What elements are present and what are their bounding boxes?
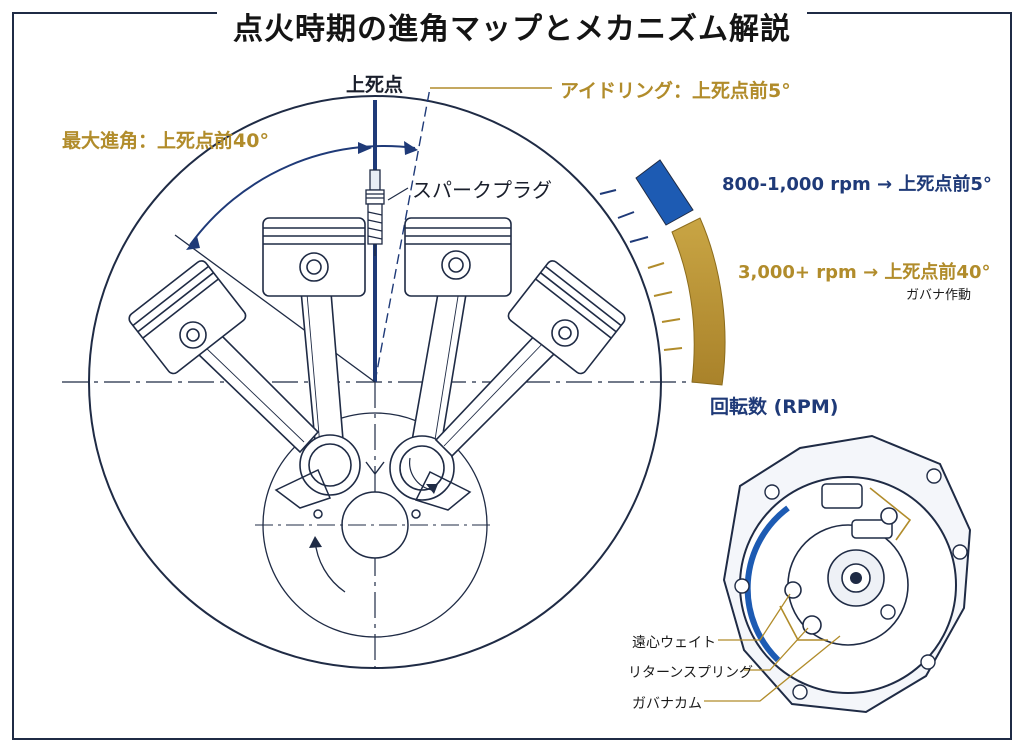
rpm-axis-label: 回転数 (RPM) bbox=[710, 396, 839, 418]
return-spring-label: リターンスプリング bbox=[628, 665, 754, 681]
high-rpm-label: 3,000+ rpm → 上死点前40° bbox=[738, 262, 991, 283]
governor-assembly-icon bbox=[722, 434, 972, 714]
spark-plug-label: スパークプラグ bbox=[412, 178, 552, 202]
tdc-label: 上死点 bbox=[346, 74, 404, 96]
leader-return-spring bbox=[744, 627, 809, 671]
piston-icon-outer-left bbox=[128, 260, 320, 454]
piston-icon-center-left bbox=[262, 217, 366, 496]
spark-plug-icon bbox=[365, 169, 385, 256]
crank-rotation-arrowhead-right bbox=[426, 484, 438, 494]
rotation-arrow bbox=[314, 539, 346, 593]
crank-rotation-arrow-right bbox=[409, 457, 433, 491]
governor-action-label: ガバナ作動 bbox=[906, 288, 972, 303]
advance-arc bbox=[189, 145, 416, 246]
advance-arc-arrow-right bbox=[404, 141, 418, 155]
page-title: 点火時期の進角マップとメカニズム解説 bbox=[217, 4, 807, 48]
piston-icon-outer-right bbox=[434, 260, 626, 458]
centrifugal-weight-label: 遠心ウェイト bbox=[632, 635, 716, 651]
idle-label: アイドリング：上死点前5° bbox=[560, 80, 791, 102]
spark-plug-leader bbox=[387, 187, 409, 201]
leader-governor-cam bbox=[704, 635, 841, 702]
tdc-arrow bbox=[358, 142, 372, 154]
advance-arc-arrow-left bbox=[186, 236, 200, 250]
leader-centrifugal-weight bbox=[718, 593, 791, 641]
rpm-gauge bbox=[599, 159, 726, 386]
low-rpm-label: 800-1,000 rpm → 上死点前5° bbox=[722, 174, 992, 195]
idle-line bbox=[374, 87, 431, 383]
max-advance-line bbox=[174, 234, 376, 383]
title-bar: 点火時期の進角マップとメカニズム解説 bbox=[0, 0, 1024, 52]
max-advance-label: 最大進角：上死点前40° bbox=[62, 130, 269, 152]
rpm-band-high bbox=[671, 217, 726, 386]
crankshaft-icon bbox=[274, 461, 472, 519]
governor-cam-label: ガバナカム bbox=[632, 696, 702, 712]
rotation-arrowhead bbox=[309, 536, 322, 548]
piston-icon-center-right bbox=[389, 217, 512, 501]
rpm-band-low bbox=[635, 159, 694, 226]
